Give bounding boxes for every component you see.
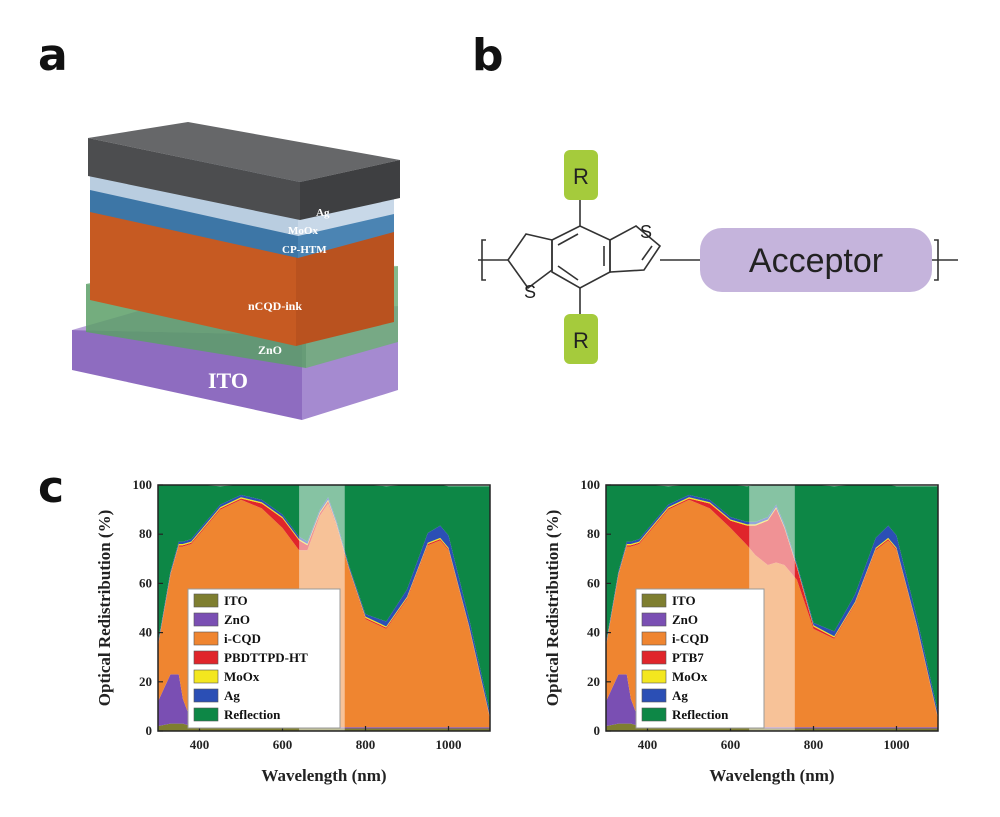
legend-label: i-CQD	[224, 631, 261, 646]
legend-swatch	[193, 631, 219, 646]
legend-swatch	[641, 593, 667, 608]
legend-swatch	[641, 631, 667, 646]
r-group-bottom	[564, 314, 598, 364]
legend-label: Ag	[672, 688, 688, 703]
layer-ag: Ag	[88, 122, 400, 220]
legend-swatch	[193, 707, 219, 722]
y-tick-label: 40	[587, 625, 600, 640]
x-tick-label: 800	[356, 737, 376, 752]
r-group-top	[564, 150, 598, 200]
layer-cphtm-front	[90, 186, 298, 258]
x-tick-label: 1000	[884, 737, 910, 752]
legend-label: PTB7	[672, 650, 704, 665]
legend-label: ZnO	[224, 612, 250, 627]
legend-swatch	[641, 669, 667, 684]
area-series-reflection	[158, 485, 490, 713]
legend-swatch	[641, 650, 667, 665]
layer-label-ag: Ag	[316, 207, 330, 219]
molecule-structure: R R S S Acceptor	[478, 150, 958, 364]
y-axis-title: Optical Redistribution (%)	[95, 510, 114, 706]
polymer-bonds	[478, 200, 958, 314]
x-tick-label: 800	[804, 737, 824, 752]
layer-label-cphtm: CP-HTM	[282, 244, 327, 256]
r-label-bottom: R	[573, 328, 589, 353]
legend-label: ZnO	[672, 612, 698, 627]
legend-swatch	[193, 612, 219, 627]
device-stack-diagram: ITO ZnO nCQD-ink CP-HTM MoOx Ag	[72, 122, 400, 420]
legend-label: ITO	[224, 593, 248, 608]
x-tick-label: 400	[190, 737, 210, 752]
plot-frame	[157, 484, 491, 732]
legend-label: Ag	[224, 688, 240, 703]
x-tick-label: 600	[273, 737, 293, 752]
x-axis-title: Wavelength (nm)	[261, 766, 386, 785]
area-series-ito	[158, 723, 490, 731]
x-tick-label: 600	[721, 737, 741, 752]
panel-letter-c: c	[38, 462, 65, 513]
area-series-ito	[606, 723, 938, 731]
panel-letter-a: a	[38, 30, 68, 81]
x-axis-title: Wavelength (nm)	[709, 766, 834, 785]
plot-frame	[605, 484, 939, 732]
legend-swatch	[193, 650, 219, 665]
y-tick-label: 100	[133, 477, 153, 492]
legend-swatch	[193, 688, 219, 703]
r-label-top: R	[573, 164, 589, 189]
legend-label: PBDTTPD-HT	[224, 650, 308, 665]
legend-swatch	[641, 688, 667, 703]
y-tick-label: 0	[594, 723, 601, 738]
y-tick-label: 100	[581, 477, 601, 492]
acceptor-box	[700, 228, 932, 292]
legend-swatch	[193, 593, 219, 608]
y-tick-label: 80	[139, 526, 152, 541]
legend-label: Reflection	[224, 707, 281, 722]
sulfur-label-top: S	[640, 222, 652, 242]
panel-letter-b: b	[472, 30, 504, 81]
y-tick-label: 80	[587, 526, 600, 541]
layer-label-zno: ZnO	[258, 343, 282, 357]
legend-label: MoOx	[224, 669, 260, 684]
legend-swatch	[641, 707, 667, 722]
layer-moox-front	[90, 172, 298, 236]
legend-swatch	[193, 669, 219, 684]
y-tick-label: 20	[587, 674, 600, 689]
legend-label: MoOx	[672, 669, 708, 684]
x-tick-label: 1000	[436, 737, 462, 752]
legend-label: ITO	[672, 593, 696, 608]
y-tick-label: 40	[139, 625, 152, 640]
layer-label-moox: MoOx	[288, 225, 318, 237]
layer-label-ito: ITO	[208, 368, 248, 393]
x-tick-label: 400	[638, 737, 658, 752]
y-axis-title: Optical Redistribution (%)	[543, 510, 562, 706]
y-tick-label: 20	[139, 674, 152, 689]
area-series-reflection	[606, 485, 938, 713]
acceptor-label: Acceptor	[749, 242, 883, 280]
layer-ag-front	[88, 138, 300, 220]
y-tick-label: 0	[146, 723, 153, 738]
layer-label-ncqd: nCQD-ink	[248, 299, 302, 313]
y-tick-label: 60	[587, 575, 600, 590]
legend-swatch	[641, 612, 667, 627]
legend-label: Reflection	[672, 707, 729, 722]
sulfur-label-bottom: S	[524, 282, 536, 302]
legend-label: i-CQD	[672, 631, 709, 646]
y-tick-label: 60	[139, 575, 152, 590]
